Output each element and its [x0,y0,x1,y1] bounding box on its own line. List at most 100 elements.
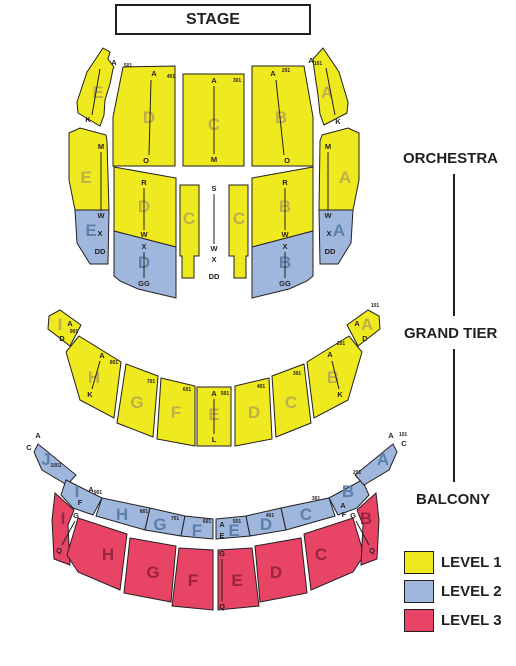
seat-number: 801 [110,360,119,366]
orchestra-section-e-rear-l1[interactable] [68,127,110,211]
grand-tier-section-f[interactable] [156,377,196,447]
orchestra-section-d-rear-l2[interactable] [113,230,177,299]
grand-tier-g-label: G [130,393,143,412]
row-label: A [340,501,346,510]
row-label: A [219,520,225,529]
row-label: A [99,351,105,360]
seat-number: 101 [371,303,380,309]
orchestra-section-c-rear-left[interactable] [179,184,200,279]
orchestra-section-a-rear-l1[interactable] [318,127,360,211]
seat-number: 101 [314,61,323,67]
seat-number: 201 [282,68,291,74]
row-label: L [212,435,217,444]
legend-label: LEVEL 2 [441,583,502,600]
orchestra-e-rear-label: E [80,168,91,187]
seat-number: 401 [167,74,176,80]
orchestra-section-b-front[interactable] [251,65,314,167]
balcony-section-a[interactable] [354,443,398,486]
seat-number: 701 [171,516,180,522]
balcony-d-upper-label: D [260,515,272,534]
balcony-j-label: J [41,450,50,469]
seat-number: 401 [257,384,266,390]
seat-number: 201 [337,341,346,347]
orchestra-section-a-rear-l2[interactable] [318,209,354,265]
balcony-section-f-lower[interactable] [171,547,214,611]
grand-tier-f-label: F [171,403,181,422]
balcony-e-upper-label: E [228,521,239,540]
balcony-section-i-upper[interactable] [60,479,103,516]
balcony-section-f[interactable] [180,515,214,540]
balcony-section-h-lower[interactable] [66,517,128,591]
balcony-f-upper-label: F [192,521,202,540]
balcony-section-b-lower[interactable] [356,491,380,566]
balcony-section-i-lower[interactable] [51,491,75,566]
balcony-h-upper-label: H [116,505,128,524]
row-label: S [211,184,216,193]
grand-tier-section-h[interactable] [65,335,122,419]
row-label: A [151,69,157,78]
grand-tier-d-label: D [248,403,260,422]
balcony-b-upper-label: B [342,482,354,501]
row-label: M [325,142,331,151]
row-label: R [282,178,288,187]
grand-tier-section-b[interactable] [306,335,363,419]
row-label: F [78,498,83,507]
balcony-section-j[interactable] [33,443,77,486]
row-label: E [219,531,224,540]
row-label: W [324,211,332,220]
seat-number: 501 [221,391,230,397]
row-label: GG [279,279,291,288]
grand-tier-section-a[interactable] [346,309,381,347]
seat-number: 901 [70,329,79,335]
balcony: J I H G F E D C B A I H G F E D C B A C … [26,431,407,611]
orchestra-b-front-label: B [275,108,287,127]
seat-number: 401 [266,513,275,519]
tier-label-orchestra: ORCHESTRA [403,150,499,167]
balcony-a-label: A [377,450,389,469]
orchestra-section-e-rear-l2[interactable] [74,209,110,265]
row-label: W [140,230,148,239]
grand-tier-c-label: C [285,393,297,412]
grand-tier-section-c[interactable] [271,363,312,438]
row-label: C [26,443,32,452]
orchestra-rear: E E D D C C B B A A M W X DD R W X GG S … [68,127,360,299]
seat-number: 801 [140,509,149,515]
seat-number: 601 [183,387,192,393]
seat-number: 301 [312,496,321,502]
row-label: W [210,244,218,253]
balcony-c-lower-label: C [315,545,327,564]
grand-tier-section-d[interactable] [234,377,273,447]
row-label: C [401,439,407,448]
balcony-section-b-upper[interactable] [328,479,370,516]
orchestra-section-b-rear-l2[interactable] [251,230,314,299]
orchestra-section-a-front[interactable] [312,47,349,126]
tier-connector-line [453,174,455,316]
orchestra-section-e-front[interactable] [76,47,115,127]
orchestra-section-c-rear-right[interactable] [228,184,249,279]
row-label: Q [219,602,225,611]
orchestra-section-d-front[interactable] [112,65,176,167]
orchestra-d-front-label: D [143,108,155,127]
grand-tier-section-i[interactable] [47,309,82,347]
balcony-b-lower-label: B [360,509,372,528]
balcony-c-upper-label: C [300,505,312,524]
row-label: G [73,511,79,520]
seat-number: 701 [147,379,156,385]
row-label: K [85,115,91,124]
orchestra-a-rear-label: A [339,168,351,187]
grand-tier-section-g[interactable] [116,363,159,438]
row-label: A [388,431,394,440]
balcony-e-lower-label: E [231,571,242,590]
orchestra-e-rear-label-l2: E [85,221,96,240]
balcony-section-c[interactable] [280,497,336,531]
row-label: DD [325,247,336,256]
legend-swatch [404,551,434,574]
row-label: X [211,255,216,264]
balcony-section-d-lower[interactable] [254,537,308,603]
seat-number: 1001 [50,463,61,469]
balcony-section-c-lower[interactable] [303,517,365,591]
balcony-section-e-lower[interactable] [217,547,260,611]
balcony-section-g-lower[interactable] [123,537,177,603]
row-label: DD [95,247,106,256]
row-label: Q [369,546,375,555]
